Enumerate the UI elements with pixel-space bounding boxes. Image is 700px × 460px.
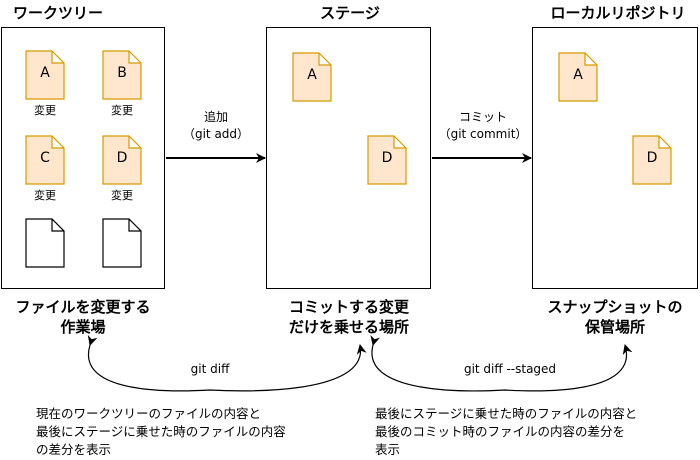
file-letter: A — [307, 67, 317, 83]
stage-caption-line1: コミットする変更 — [288, 298, 409, 316]
document-icon — [367, 135, 407, 185]
blank-file-icon — [102, 218, 142, 268]
commit-label-line1: コミット — [458, 110, 507, 124]
file-status: 変更 — [34, 104, 56, 117]
file-b-icon: B 変更 — [102, 50, 142, 117]
document-icon — [632, 135, 672, 185]
document-icon — [292, 52, 332, 102]
file-status: 変更 — [34, 189, 56, 202]
document-icon — [25, 218, 65, 268]
stage-caption: コミットする変更 だけを乗せる場所 — [266, 297, 432, 337]
git-diff-label: git diff — [190, 362, 230, 376]
blank-file-icon — [25, 218, 65, 268]
worktree-title: ワークツリー — [12, 4, 103, 22]
file-letter: A — [573, 67, 583, 83]
worktree-caption-line1: ファイルを変更する — [15, 298, 151, 316]
note-line: 最後にステージに乗せた時のファイルの内容 — [36, 424, 286, 439]
commit-label-line2: （git commit） — [438, 127, 528, 141]
git-diff-note: 現在のワークツリーのファイルの内容と 最後にステージに乗せた時のファイルの内容 … — [36, 405, 286, 459]
note-line: 最後のコミット時のファイルの内容の差分を — [375, 424, 626, 439]
git-diff-curve — [87, 334, 367, 392]
file-status: 変更 — [111, 104, 133, 117]
file-status: 変更 — [111, 189, 133, 202]
add-label-line2: （git add） — [182, 127, 250, 141]
repo-caption-line1: スナップショットの — [547, 298, 683, 316]
git-diff-staged-curve — [370, 335, 633, 392]
document-icon — [25, 50, 65, 100]
note-line: の差分を表示 — [36, 442, 112, 457]
document-icon — [25, 135, 65, 185]
note-line: 最後にステージに乗せた時のファイルの内容と — [375, 406, 638, 421]
file-c-icon: C 変更 — [25, 135, 65, 202]
commit-label: コミット （git commit） — [436, 108, 530, 142]
worktree-caption-line2: 作業場 — [60, 318, 106, 336]
file-letter: B — [117, 65, 127, 81]
file-a-icon: A — [292, 52, 332, 102]
file-letter: C — [40, 150, 50, 166]
file-letter: A — [40, 65, 50, 81]
file-d-icon: D 変更 — [102, 135, 142, 202]
file-a-icon: A 変更 — [25, 50, 65, 117]
document-icon — [102, 218, 142, 268]
git-diff-staged-note: 最後にステージに乗せた時のファイルの内容と 最後のコミット時のファイルの内容の差… — [375, 405, 637, 459]
file-letter: D — [116, 150, 128, 166]
worktree-caption: ファイルを変更する 作業場 — [0, 297, 166, 337]
repo-caption: スナップショットの 保管場所 — [532, 297, 698, 337]
git-diff-staged-label: git diff --staged — [463, 362, 557, 376]
add-label-line1: 追加 — [203, 110, 228, 124]
document-icon — [102, 135, 142, 185]
file-d-icon: D — [367, 135, 407, 185]
stage-caption-line2: だけを乗せる場所 — [288, 318, 409, 336]
file-a-icon: A — [558, 52, 598, 102]
repo-caption-line2: 保管場所 — [584, 318, 645, 336]
stage-title: ステージ — [320, 4, 380, 22]
document-icon — [102, 50, 142, 100]
repo-title: ローカルリポジトリ — [550, 4, 686, 22]
file-d-icon: D — [632, 135, 672, 185]
file-letter: D — [646, 150, 658, 166]
document-icon — [558, 52, 598, 102]
note-line: 現在のワークツリーのファイルの内容と — [36, 406, 262, 421]
file-letter: D — [381, 150, 393, 166]
note-line: 表示 — [375, 442, 401, 457]
add-label: 追加 （git add） — [176, 108, 256, 142]
